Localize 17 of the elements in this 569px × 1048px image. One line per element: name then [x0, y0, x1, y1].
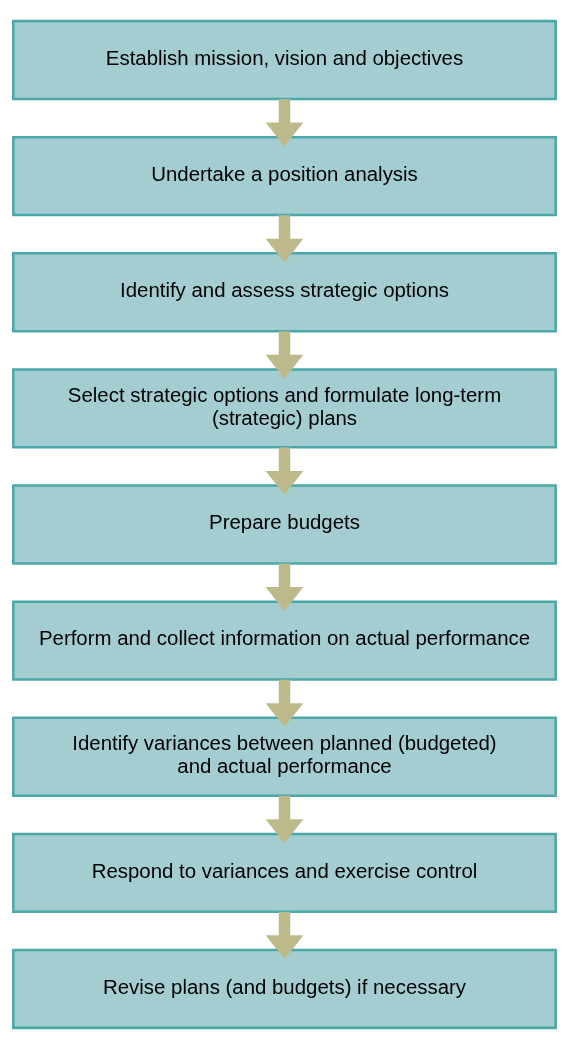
node-box: Prepare budgets: [12, 483, 557, 565]
node-box: Perform and collect information on actual performance: [12, 599, 557, 681]
arrow: [265, 563, 304, 611]
arrow: [265, 330, 304, 379]
arrow: [265, 795, 304, 843]
arrow: [265, 679, 304, 727]
node-box: Establish mission, vision and objectives: [12, 19, 557, 100]
arrow: [265, 214, 304, 263]
node-box: Respond to variances and exercise control: [12, 832, 557, 913]
arrow: [265, 447, 304, 495]
arrow: [265, 911, 304, 959]
node-box: Identify and assess strategic options: [12, 251, 557, 332]
node-box: Revise plans (and budgets) if necessary: [12, 948, 557, 1029]
node-box: Select strategic options and formulate long-term (strategic) plans: [12, 367, 557, 449]
arrow: [265, 98, 304, 146]
node-box: Identify variances between planned (budgeted) and actual performance: [12, 716, 557, 797]
node-box: Undertake a position analysis: [12, 135, 557, 216]
